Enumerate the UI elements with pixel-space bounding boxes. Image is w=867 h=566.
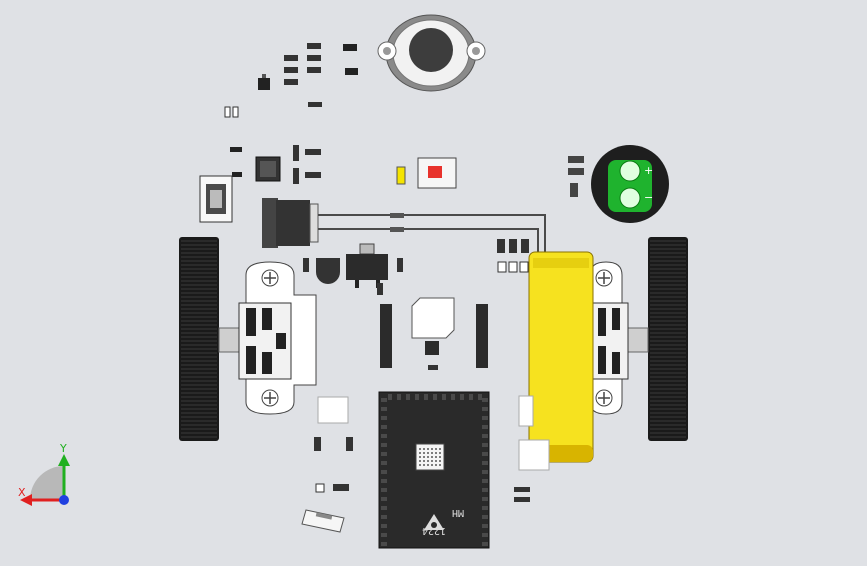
esd-warning-icon (424, 514, 444, 530)
gearbox[interactable] (528, 251, 594, 463)
module-label-line-2: 1224 (422, 525, 446, 536)
battery-minus-label: − (644, 191, 653, 204)
jst-connector[interactable] (262, 198, 319, 248)
smd-components-mid (230, 145, 321, 184)
coin-battery-holder[interactable]: + − (591, 145, 669, 223)
led-module[interactable] (396, 157, 457, 189)
wire-clip (390, 213, 404, 218)
left-wheel[interactable] (179, 237, 219, 441)
left-motor[interactable] (218, 302, 292, 380)
transistor[interactable] (316, 258, 340, 284)
speaker[interactable] (377, 14, 486, 92)
smd-components-center (303, 239, 529, 295)
coordinate-triad: X Y (18, 442, 70, 506)
right-wheel[interactable] (648, 237, 688, 441)
module-label-line-1: MH (452, 507, 464, 518)
smd-components-top (224, 43, 358, 118)
voltage-regulator[interactable] (346, 243, 388, 288)
smd-components-left-lower (301, 396, 353, 533)
y-axis-label: Y (59, 442, 67, 455)
smd-components-right-lower (514, 395, 550, 502)
battery-plus-label: + (644, 164, 653, 177)
x-axis-label: X (18, 486, 26, 499)
wireless-module[interactable]: 1224 MH (378, 391, 490, 549)
smd-components-right (568, 156, 584, 197)
usb-connector[interactable] (199, 175, 233, 223)
wire-clip (390, 227, 404, 232)
right-motor[interactable] (591, 302, 649, 380)
switch-module[interactable] (380, 297, 488, 370)
mcu-chip[interactable] (255, 156, 281, 182)
